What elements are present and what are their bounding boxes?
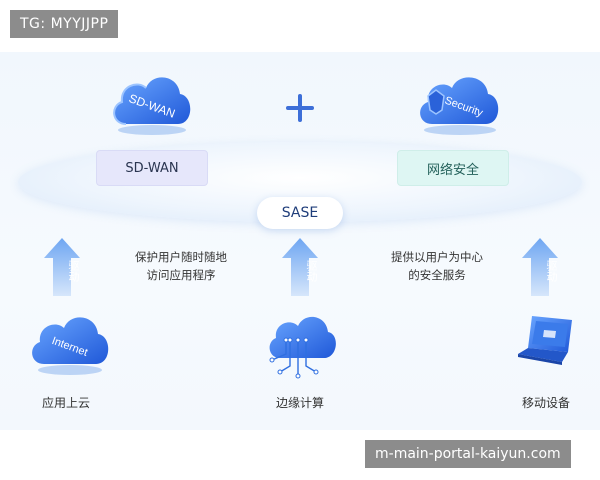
watermark-top: TG: MYYJJPP xyxy=(10,10,119,38)
drive-arrow-right: 驱动 xyxy=(522,238,558,296)
drive-label: 驱动 xyxy=(67,260,80,282)
security-box: 网络安全 xyxy=(397,150,509,186)
internet-cloud-icon: Internet xyxy=(32,317,109,375)
cloud-apps-label: 应用上云 xyxy=(41,396,90,410)
drive-arrow-left: 驱动 xyxy=(44,238,80,296)
up-arrow-icon xyxy=(44,238,80,296)
up-arrow-icon xyxy=(282,238,318,296)
drive-arrow-middle: 驱动 xyxy=(282,238,318,296)
description-left: 保护用户随时随地 访问应用程序 xyxy=(135,250,227,282)
edge-computing-label: 边缘计算 xyxy=(275,396,324,410)
description-right: 提供以用户为中心 的安全服务 xyxy=(391,250,483,282)
edge-computing-cloud-icon xyxy=(269,316,336,379)
laptop-icon xyxy=(518,316,572,365)
sase-label: SASE xyxy=(257,197,343,229)
watermark-bottom: m-main-portal-kaiyun.com xyxy=(365,440,571,468)
drive-label: 驱动 xyxy=(305,260,318,282)
up-arrow-icon xyxy=(522,238,558,296)
sdwan-box: SD-WAN xyxy=(96,150,208,186)
drive-label: 驱动 xyxy=(545,260,558,282)
mobile-devices-label: 移动设备 xyxy=(521,396,570,410)
plus-icon xyxy=(280,88,320,128)
security-cloud-icon: Security xyxy=(420,77,499,135)
sdwan-cloud-icon: SD-WAN xyxy=(113,77,191,135)
